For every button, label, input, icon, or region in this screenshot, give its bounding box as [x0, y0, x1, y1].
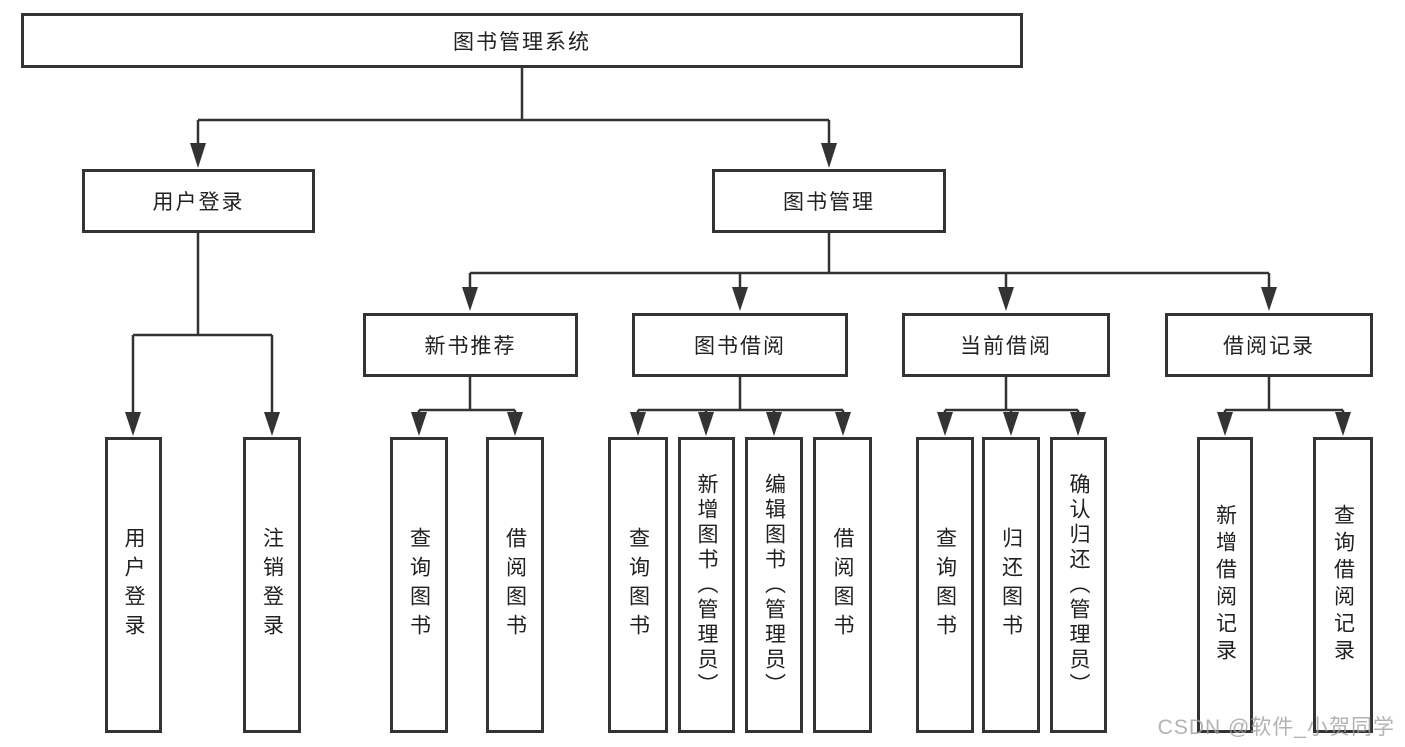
leaf-bb-add-books: 新增图书（管理员） [678, 437, 735, 733]
node-book-borrowing: 图书借阅 [632, 313, 848, 377]
node-root: 图书管理系统 [21, 13, 1023, 68]
leaf-logout: 注销登录 [243, 437, 301, 733]
node-borrowing-records: 借阅记录 [1165, 313, 1373, 377]
leaf-br-query-record: 查询借阅记录 [1313, 437, 1373, 733]
node-user-login: 用户登录 [82, 169, 315, 233]
leaf-br-add-record: 新增借阅记录 [1197, 437, 1253, 733]
leaf-cb-return-books: 归还图书 [982, 437, 1040, 733]
arrowhead-icons [125, 143, 1351, 436]
leaf-bb-edit-books: 编辑图书（管理员） [745, 437, 803, 733]
leaf-cb-query-books: 查询图书 [916, 437, 974, 733]
node-book-management: 图书管理 [712, 169, 946, 233]
csdn-watermark: CSDN @软件_小贺同学 [1157, 716, 1395, 739]
leaf-bb-borrow-books: 借阅图书 [813, 437, 872, 733]
node-current-borrowing: 当前借阅 [902, 313, 1110, 377]
leaf-user-login: 用户登录 [105, 437, 162, 733]
leaf-bb-query-books: 查询图书 [608, 437, 668, 733]
leaf-nbr-borrow-books: 借阅图书 [486, 437, 544, 733]
leaf-nbr-query-books: 查询图书 [390, 437, 448, 733]
node-new-book-recommend: 新书推荐 [363, 313, 578, 377]
leaf-cb-confirm-return: 确认归还（管理员） [1050, 437, 1107, 733]
